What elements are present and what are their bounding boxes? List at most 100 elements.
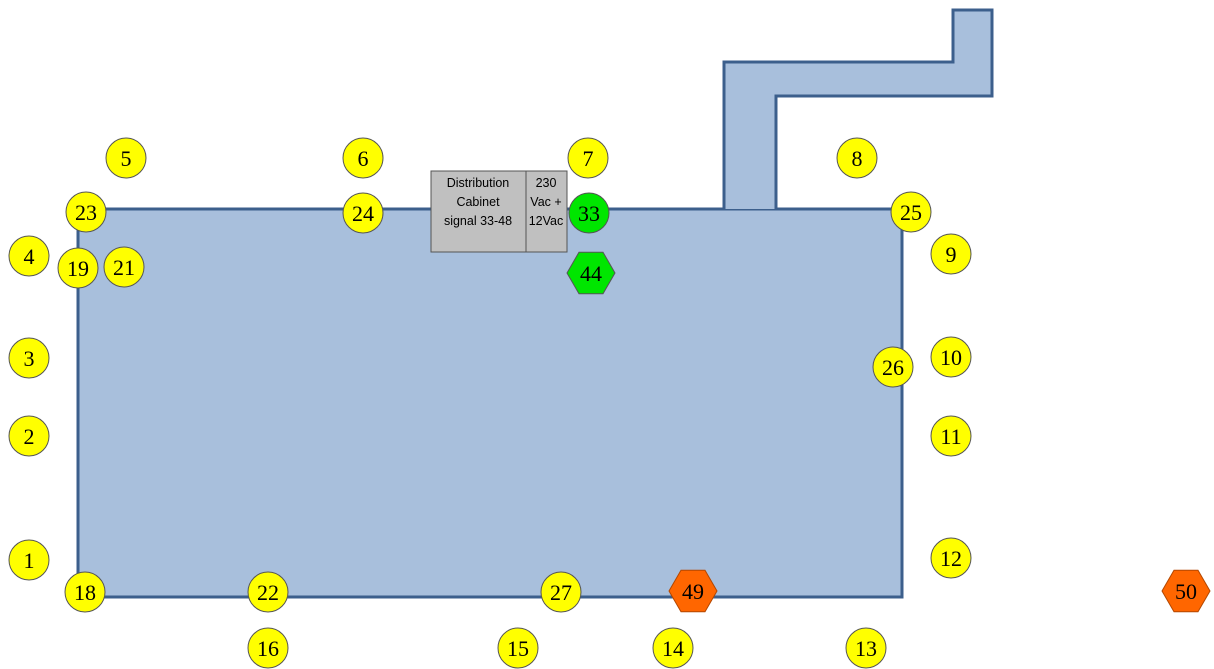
- marker-22: 22: [247, 571, 289, 613]
- marker-25-label: 25: [900, 200, 922, 225]
- cabinet-left-line-3: signal 33-48: [444, 214, 512, 228]
- marker-13-label: 13: [855, 636, 877, 661]
- marker-23-circle: [65, 191, 107, 233]
- marker-5-circle: [105, 137, 147, 179]
- marker-4-circle: [8, 235, 50, 277]
- marker-44: 44: [566, 251, 616, 295]
- marker-33-label: 33: [578, 201, 600, 226]
- marker-19-circle: [57, 247, 99, 289]
- marker-24-circle: [342, 192, 384, 234]
- marker-14-label: 14: [662, 636, 684, 661]
- marker-24-label: 24: [352, 201, 374, 226]
- cabinet-left-box: [430, 170, 527, 253]
- marker-49-hexagon: [668, 569, 718, 613]
- marker-6-circle: [342, 137, 384, 179]
- building-outline: [76, 207, 904, 599]
- marker-6: 6: [342, 137, 384, 179]
- marker-27-circle: [540, 571, 582, 613]
- cabinet-right-line-3: 12Vac: [529, 214, 564, 228]
- marker-13-circle: [845, 627, 887, 669]
- marker-9: 9: [930, 233, 972, 275]
- cabinet-right-line-1: 230: [536, 176, 557, 190]
- marker-15: 15: [497, 627, 539, 669]
- marker-7-circle: [567, 137, 609, 179]
- marker-44-label: 44: [580, 261, 602, 286]
- marker-23-label: 23: [75, 200, 97, 225]
- marker-12-circle: [930, 537, 972, 579]
- marker-8-label: 8: [852, 146, 863, 171]
- marker-49-label: 49: [682, 579, 704, 604]
- marker-7: 7: [567, 137, 609, 179]
- marker-15-circle: [497, 627, 539, 669]
- marker-33: 33: [568, 192, 610, 234]
- marker-16-circle: [247, 627, 289, 669]
- marker-11-label: 11: [940, 424, 961, 449]
- marker-22-label: 22: [257, 580, 279, 605]
- cabinet-right-box: [525, 170, 568, 253]
- marker-7-label: 7: [583, 146, 594, 171]
- marker-3-circle: [8, 337, 50, 379]
- marker-50: 50: [1161, 569, 1211, 613]
- marker-2-label: 2: [24, 424, 35, 449]
- marker-6-label: 6: [358, 146, 369, 171]
- marker-1-label: 1: [24, 548, 35, 573]
- marker-3: 3: [8, 337, 50, 379]
- marker-16: 16: [247, 627, 289, 669]
- distribution-cabinet: Distribution Cabinet signal 33-48 230 Va…: [430, 170, 568, 253]
- marker-4-label: 4: [24, 244, 35, 269]
- marker-21-label: 21: [113, 255, 135, 280]
- marker-50-label: 50: [1175, 579, 1197, 604]
- marker-4: 4: [8, 235, 50, 277]
- marker-10: 10: [930, 336, 972, 378]
- cabinet-right-line-2: Vac +: [530, 195, 561, 209]
- marker-14-circle: [652, 627, 694, 669]
- marker-8: 8: [836, 137, 878, 179]
- marker-11: 11: [930, 415, 972, 457]
- marker-15-label: 15: [507, 636, 529, 661]
- marker-2-circle: [8, 415, 50, 457]
- duct-extension: [722, 8, 994, 209]
- marker-26-circle: [872, 346, 914, 388]
- marker-9-circle: [930, 233, 972, 275]
- marker-24: 24: [342, 192, 384, 234]
- marker-16-label: 16: [257, 636, 279, 661]
- marker-27: 27: [540, 571, 582, 613]
- marker-26: 26: [872, 346, 914, 388]
- marker-18-circle: [64, 571, 106, 613]
- marker-1: 1: [8, 539, 50, 581]
- marker-18: 18: [64, 571, 106, 613]
- marker-44-hexagon: [566, 251, 616, 295]
- cabinet-left-line-2: Cabinet: [456, 195, 500, 209]
- cabinet-left-line-1: Distribution: [447, 176, 510, 190]
- marker-10-label: 10: [940, 345, 962, 370]
- marker-12: 12: [930, 537, 972, 579]
- marker-9-label: 9: [946, 242, 957, 267]
- marker-19-label: 19: [67, 256, 89, 281]
- marker-18-label: 18: [74, 580, 96, 605]
- marker-3-label: 3: [24, 346, 35, 371]
- marker-50-hexagon: [1161, 569, 1211, 613]
- marker-2: 2: [8, 415, 50, 457]
- marker-21: 21: [103, 246, 145, 288]
- marker-33-circle: [568, 192, 610, 234]
- marker-21-circle: [103, 246, 145, 288]
- marker-5-label: 5: [121, 146, 132, 171]
- marker-14: 14: [652, 627, 694, 669]
- marker-25: 25: [890, 191, 932, 233]
- marker-23: 23: [65, 191, 107, 233]
- marker-25-circle: [890, 191, 932, 233]
- marker-11-circle: [930, 415, 972, 457]
- marker-8-circle: [836, 137, 878, 179]
- marker-10-circle: [930, 336, 972, 378]
- marker-22-circle: [247, 571, 289, 613]
- marker-12-label: 12: [940, 546, 962, 571]
- marker-13: 13: [845, 627, 887, 669]
- marker-49: 49: [668, 569, 718, 613]
- marker-26-label: 26: [882, 355, 904, 380]
- marker-27-label: 27: [550, 580, 572, 605]
- marker-1-circle: [8, 539, 50, 581]
- marker-19: 19: [57, 247, 99, 289]
- marker-5: 5: [105, 137, 147, 179]
